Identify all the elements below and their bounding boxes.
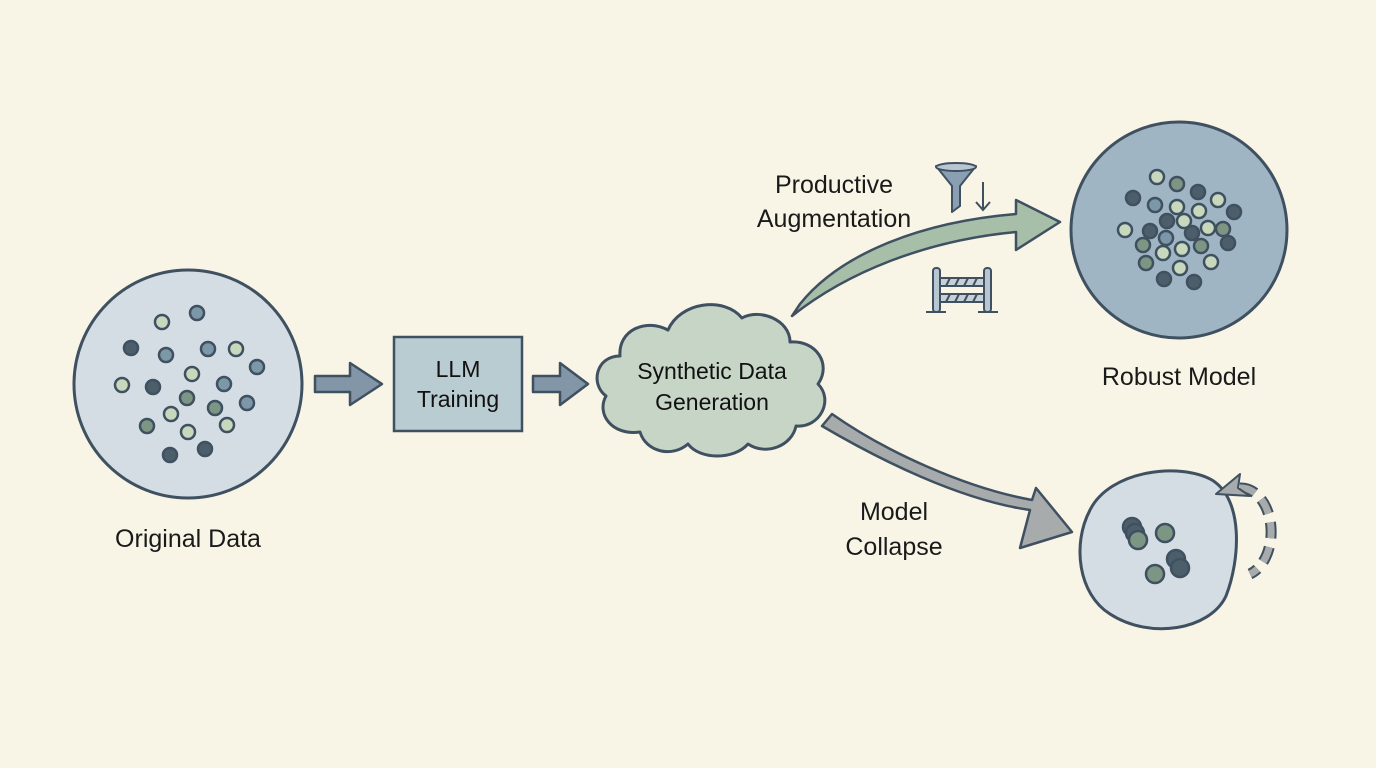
data-point bbox=[1173, 240, 1191, 258]
data-point bbox=[1146, 196, 1164, 214]
productive-augmentation-arrow bbox=[790, 198, 1062, 318]
data-point bbox=[1154, 522, 1176, 544]
original-data-circle bbox=[72, 268, 304, 500]
data-point bbox=[138, 417, 156, 435]
guardrail-barrier-icon bbox=[926, 267, 998, 313]
data-point bbox=[1219, 234, 1237, 252]
data-point bbox=[1124, 189, 1142, 207]
llm-training-label-line1: LLM bbox=[436, 356, 481, 382]
model-collapse-arrow bbox=[820, 412, 1074, 550]
funnel-filter-icon bbox=[935, 162, 991, 213]
collapse-label-line2: Collapse bbox=[845, 533, 942, 561]
data-point bbox=[227, 340, 245, 358]
data-point bbox=[1209, 191, 1227, 209]
collapse-label-line1: Model bbox=[860, 498, 928, 526]
arrow-to-generation bbox=[531, 361, 590, 407]
data-point bbox=[218, 416, 236, 434]
collapsed-model-blob bbox=[1078, 469, 1238, 631]
data-point bbox=[179, 423, 197, 441]
data-point bbox=[1168, 175, 1186, 193]
generation-label-line2: Generation bbox=[655, 389, 769, 415]
original-data-label: Original Data bbox=[115, 525, 261, 553]
data-point bbox=[122, 339, 140, 357]
productive-label-line2: Augmentation bbox=[757, 205, 911, 233]
data-point bbox=[238, 394, 256, 412]
arrow-to-training bbox=[313, 361, 384, 407]
data-point bbox=[1183, 224, 1201, 242]
data-point bbox=[1134, 236, 1152, 254]
robust-model-circle bbox=[1069, 120, 1289, 340]
collapsed-model-points bbox=[1121, 516, 1191, 585]
generation-label-line1: Synthetic Data bbox=[637, 358, 787, 384]
llm-training-label-line2: Training bbox=[417, 386, 499, 412]
robust-model-points bbox=[1116, 168, 1243, 291]
data-point bbox=[1148, 168, 1166, 186]
data-point bbox=[1168, 198, 1186, 216]
data-point bbox=[188, 304, 206, 322]
collapsed-model-node bbox=[1078, 469, 1238, 631]
original-data-points bbox=[113, 304, 266, 464]
data-point bbox=[1157, 229, 1175, 247]
data-point bbox=[1175, 212, 1193, 230]
data-point bbox=[1171, 259, 1189, 277]
data-point bbox=[157, 346, 175, 364]
data-point bbox=[1116, 221, 1134, 239]
data-point bbox=[1202, 253, 1220, 271]
data-point bbox=[161, 446, 179, 464]
data-point bbox=[1155, 270, 1173, 288]
data-point bbox=[1189, 183, 1207, 201]
data-point bbox=[183, 365, 201, 383]
recursive-loop-icon bbox=[1215, 473, 1277, 580]
data-point bbox=[215, 375, 233, 393]
data-point bbox=[199, 340, 217, 358]
data-point bbox=[144, 378, 162, 396]
data-point bbox=[1141, 222, 1159, 240]
data-point bbox=[1158, 212, 1176, 230]
data-point bbox=[206, 399, 224, 417]
data-point bbox=[1199, 219, 1217, 237]
robust-model-node: Robust Model bbox=[1069, 120, 1289, 391]
data-point bbox=[1192, 237, 1210, 255]
data-point bbox=[113, 376, 131, 394]
data-point bbox=[1127, 529, 1149, 551]
data-point bbox=[1190, 202, 1208, 220]
productive-label-line1: Productive bbox=[775, 171, 893, 199]
data-point bbox=[1225, 203, 1243, 221]
data-point bbox=[248, 358, 266, 376]
generation-cloud bbox=[595, 303, 827, 458]
original-data-node: Original Data bbox=[72, 268, 304, 553]
data-point bbox=[1169, 557, 1191, 579]
data-point bbox=[1185, 273, 1203, 291]
model-collapse-edge: Model Collapse bbox=[820, 412, 1074, 561]
data-point bbox=[1154, 244, 1172, 262]
data-point bbox=[196, 440, 214, 458]
data-point bbox=[1214, 220, 1232, 238]
llm-training-node: LLM Training bbox=[392, 335, 524, 433]
data-point bbox=[178, 389, 196, 407]
data-point bbox=[153, 313, 171, 331]
data-point bbox=[1137, 254, 1155, 272]
data-point bbox=[162, 405, 180, 423]
synthetic-data-generation-node: Synthetic Data Generation bbox=[595, 303, 827, 458]
productive-augmentation-edge: Productive Augmentation bbox=[757, 171, 1062, 318]
data-point bbox=[1144, 563, 1166, 585]
llm-training-box bbox=[392, 335, 524, 433]
robust-model-label: Robust Model bbox=[1102, 363, 1256, 391]
